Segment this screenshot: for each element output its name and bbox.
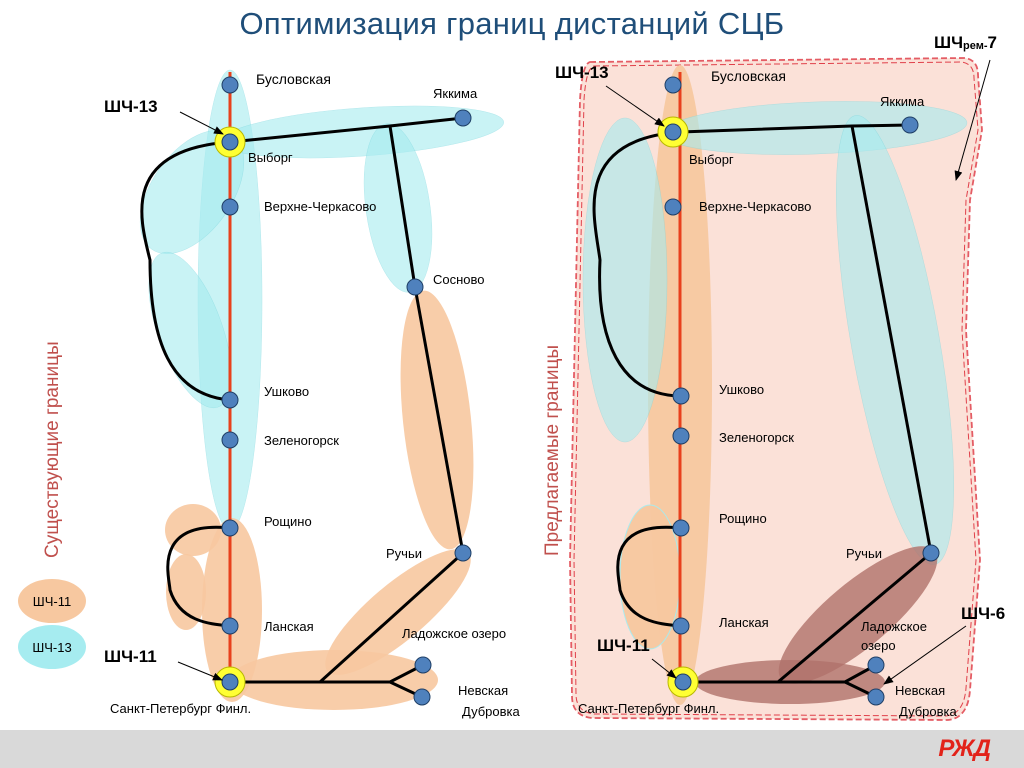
zone-shchrem7-region-inner bbox=[573, 61, 979, 717]
station-node-buslovskaya bbox=[664, 76, 682, 94]
station-label-nevskaya-1: Невская bbox=[458, 683, 508, 698]
station-label-sosnovo: Сосново bbox=[433, 272, 485, 287]
station-label-vyborg: Выборг bbox=[689, 152, 734, 167]
station-node-yakkima bbox=[454, 109, 472, 127]
station-label-yakkima: Яккима bbox=[880, 94, 925, 109]
station-node-roschino bbox=[672, 519, 690, 537]
station-label-ruchi: Ручьи bbox=[386, 546, 422, 561]
station-label-roschino: Рощино bbox=[719, 511, 767, 526]
station-node-sosnovo bbox=[406, 278, 424, 296]
rail-branch-ruchi bbox=[850, 125, 933, 554]
arrow-shch13-left bbox=[179, 111, 224, 135]
zone-shch13-vyborg-loop bbox=[582, 117, 668, 443]
depot-label-shchrem7-num: 7 bbox=[988, 33, 997, 52]
right-vertical-label: Предлагаемые границы bbox=[542, 345, 563, 556]
station-node-nevskaya-lower bbox=[413, 688, 431, 706]
depot-label-shch6: ШЧ-6 bbox=[961, 604, 1005, 623]
station-label-vyborg: Выборг bbox=[248, 150, 293, 165]
station-node-nevskaya-upper bbox=[867, 656, 885, 674]
station-node-nevskaya-lower bbox=[867, 688, 885, 706]
station-node-lanskaya bbox=[221, 617, 239, 635]
station-label-buslovskaya: Бусловская bbox=[256, 71, 331, 87]
slide-title: Оптимизация границ дистанций СЦБ bbox=[239, 6, 785, 41]
depot-label-shch13-right: ШЧ-13 bbox=[555, 63, 609, 82]
rail-roschino-lanskaya bbox=[166, 525, 231, 628]
zone-shch11-spb-nevskaya bbox=[230, 650, 438, 710]
zone-shch11-sosnovo-ruchi bbox=[400, 290, 474, 550]
arrow-shch13-right bbox=[605, 85, 665, 127]
depot-label-shchrem7: ШЧрем-7 bbox=[934, 33, 997, 52]
station-label-spb: Санкт-Петербург Финл. bbox=[110, 701, 251, 716]
arrow-shch11-left bbox=[177, 661, 223, 681]
station-label-ladoga-2: озеро bbox=[861, 638, 896, 653]
rail-vyborg-ushkovo bbox=[140, 140, 231, 402]
station-node-zelenogorsk bbox=[221, 431, 239, 449]
station-node-roschino bbox=[221, 519, 239, 537]
depot-label-shch11-right: ШЧ-11 bbox=[597, 636, 650, 655]
station-label-ushkovo: Ушково bbox=[719, 382, 764, 397]
station-node-spb bbox=[221, 673, 239, 691]
station-node-spb bbox=[674, 673, 692, 691]
right-diagram: Бусловская Выборг Верхне-Черкасово Ушков… bbox=[542, 33, 1005, 721]
rail-ruchi-ladoga bbox=[318, 551, 465, 684]
station-label-buslovskaya: Бусловская bbox=[711, 68, 786, 84]
footer-bar bbox=[0, 730, 1024, 768]
station-node-ruchi bbox=[922, 544, 940, 562]
station-label-ushkovo: Ушково bbox=[264, 384, 309, 399]
station-label-verkhne: Верхне-Черкасово bbox=[264, 199, 376, 214]
arrow-shchrem7 bbox=[954, 59, 991, 181]
station-node-vyborg bbox=[664, 123, 682, 141]
depot-label-shchrem7-sub: рем- bbox=[963, 40, 988, 52]
depot-label-shch11-left: ШЧ-11 bbox=[104, 647, 157, 666]
zone-shch11-loop-lower bbox=[166, 554, 206, 630]
station-node-yakkima bbox=[901, 116, 919, 134]
legend-swatch-shch11 bbox=[18, 579, 86, 623]
rzd-logo: РЖД bbox=[938, 735, 991, 762]
station-label-lanskaya: Ланская bbox=[264, 619, 314, 634]
station-label-ladoga: Ладожское озеро bbox=[402, 626, 506, 641]
station-label-roschino: Рощино bbox=[264, 514, 312, 529]
station-node-zelenogorsk bbox=[672, 427, 690, 445]
station-label-nevskaya-2: Дубровка bbox=[899, 704, 958, 719]
station-node-lanskaya bbox=[672, 617, 690, 635]
station-label-ladoga-1: Ладожское bbox=[861, 619, 927, 634]
depot-label-shch13-left: ШЧ-13 bbox=[104, 97, 158, 116]
station-node-verkhne bbox=[664, 198, 682, 216]
legend-label-shch11: ШЧ-11 bbox=[33, 594, 71, 609]
station-label-verkhne: Верхне-Черкасово bbox=[699, 199, 811, 214]
station-label-spb: Санкт-Петербург Финл. bbox=[578, 701, 719, 716]
station-node-nevskaya-upper bbox=[414, 656, 432, 674]
legend-label-shch13: ШЧ-13 bbox=[32, 640, 71, 655]
station-label-zelenogorsk: Зеленогорск bbox=[719, 430, 794, 445]
station-node-ushkovo bbox=[672, 387, 690, 405]
station-label-nevskaya-2: Дубровка bbox=[462, 704, 521, 719]
station-label-zelenogorsk: Зеленогорск bbox=[264, 433, 339, 448]
legend-swatch-shch13 bbox=[18, 625, 86, 669]
station-label-yakkima: Яккима bbox=[433, 86, 478, 101]
arrow-shch6 bbox=[883, 625, 967, 685]
arrow-shch11-right bbox=[651, 658, 677, 679]
station-label-lanskaya: Ланская bbox=[719, 615, 769, 630]
station-node-buslovskaya bbox=[221, 76, 239, 94]
station-node-ruchi bbox=[454, 544, 472, 562]
station-label-ruchi: Ручьи bbox=[846, 546, 882, 561]
left-diagram: Бусловская Выборг Верхне-Черкасово Ушков… bbox=[18, 69, 521, 719]
station-node-verkhne bbox=[221, 198, 239, 216]
station-node-ushkovo bbox=[221, 391, 239, 409]
zone-shch11-main-line bbox=[202, 518, 262, 702]
station-label-nevskaya-1: Невская bbox=[895, 683, 945, 698]
rail-vyborg-ushkovo bbox=[592, 130, 681, 398]
rail-ruchi-ladoga bbox=[777, 551, 932, 684]
depot-label-shchrem7-main: ШЧ bbox=[934, 33, 963, 52]
station-node-vyborg bbox=[221, 133, 239, 151]
left-vertical-label: Существующие границы bbox=[42, 341, 63, 558]
rail-roschino-lanskaya bbox=[616, 525, 681, 628]
